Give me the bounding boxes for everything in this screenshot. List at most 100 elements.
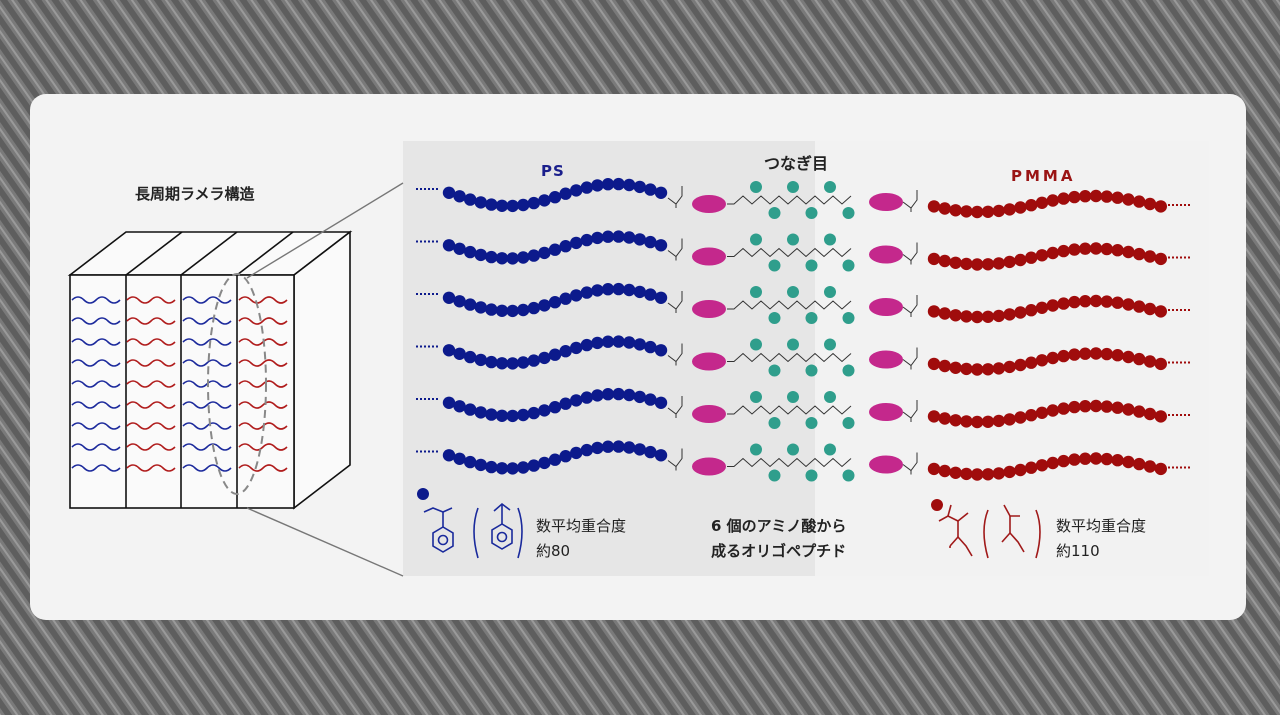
pmma-bead	[1111, 401, 1124, 414]
ps-bead	[517, 198, 530, 212]
pmma-bead	[1143, 197, 1157, 211]
lamella-wave	[238, 443, 288, 451]
pmma-bead	[1035, 301, 1049, 314]
pmma-bead	[992, 257, 1005, 270]
ps-bead	[591, 231, 604, 245]
amide-bond	[902, 295, 918, 317]
pmma-bead	[1089, 242, 1103, 255]
pmma-bead	[971, 468, 984, 481]
ps-bead	[485, 303, 498, 316]
pmma-bead	[1122, 298, 1135, 311]
lamella-wave	[126, 338, 176, 346]
lamella-wave	[71, 317, 121, 325]
amino-acid-residue	[842, 259, 855, 272]
ps-bead	[527, 354, 540, 367]
ps-bead	[464, 455, 477, 469]
ps-bead	[633, 338, 646, 351]
ps-bead	[442, 291, 456, 304]
pmma-bead	[1079, 295, 1092, 308]
ps-bead	[527, 406, 540, 420]
pmma-bead	[949, 204, 962, 217]
amino-acid-residue	[842, 417, 855, 429]
ps-bead	[591, 179, 604, 192]
amino-acid-residue	[824, 443, 836, 456]
ps-bead	[527, 196, 540, 210]
ps-bead	[506, 409, 519, 423]
amino-acid-residue	[787, 391, 799, 403]
pmma-bead	[1154, 410, 1168, 423]
ps-bead	[612, 282, 625, 296]
amide-bond	[902, 452, 918, 475]
pmma-bead	[1089, 189, 1103, 203]
pmma-bead	[1154, 200, 1168, 213]
ps-bead	[633, 180, 646, 194]
pmma-bead	[1035, 406, 1049, 419]
pmma-bead	[960, 415, 973, 428]
ps-bead	[580, 391, 593, 404]
amino-acid-residue	[824, 286, 836, 298]
pmma-bead	[1046, 299, 1060, 312]
ps-bead	[633, 233, 646, 246]
amino-acid-residue	[768, 259, 781, 272]
ps-bead	[474, 406, 487, 419]
ps-bead	[517, 356, 530, 369]
lamella-wave	[126, 422, 176, 430]
ps-bead	[559, 292, 572, 305]
ps-bead	[633, 285, 646, 299]
ps-bead	[506, 304, 519, 318]
pmma-bead	[1046, 404, 1060, 417]
pmma-bead	[1014, 253, 1027, 267]
pmma-dp-value: 約110	[1056, 542, 1100, 560]
amino-acid-residue	[787, 233, 799, 246]
ps-bead	[623, 336, 636, 349]
zoom-line-bottom	[246, 507, 404, 577]
lamella-wave	[238, 464, 288, 472]
pmma-bead	[1003, 308, 1016, 321]
ps-bead	[644, 340, 657, 354]
ps-bead	[644, 445, 657, 459]
amino-acid-residue	[824, 233, 836, 246]
pmma-bead	[971, 205, 984, 219]
ps-bead	[527, 249, 540, 262]
amino-acid-residue	[787, 443, 799, 456]
pmma-bead	[1025, 199, 1038, 212]
ps-bead	[527, 459, 540, 472]
peptide-backbone	[727, 457, 852, 468]
chain-row	[416, 387, 1192, 429]
amide-bond	[902, 347, 918, 370]
pmma-bead	[1046, 194, 1060, 207]
ps-bead	[495, 462, 509, 475]
amino-acid-residue	[787, 181, 799, 193]
amino-acid-residue	[750, 338, 762, 351]
pmma-bead	[1111, 454, 1124, 467]
chain-row	[416, 440, 1192, 482]
pmma-bead	[1035, 459, 1049, 472]
ps-monomer-structure	[417, 488, 523, 559]
lamella-wave	[182, 464, 232, 472]
amino-acid-residue	[842, 469, 855, 482]
linker-left	[692, 352, 726, 371]
pmma-bead	[1003, 255, 1016, 269]
pmma-bead	[971, 415, 984, 429]
pmma-bead	[1014, 358, 1027, 372]
ps-bead	[538, 404, 551, 417]
ps-bead	[495, 357, 509, 370]
amide-bond	[902, 242, 918, 265]
ps-bead	[453, 452, 466, 465]
ps-bead	[517, 461, 530, 474]
amino-acid-residue	[842, 207, 855, 219]
peptide-line-2: 成るオリゴペプチド	[711, 542, 847, 560]
ps-bead	[474, 353, 487, 367]
ps-bead	[538, 299, 551, 312]
pmma-bead	[1089, 294, 1103, 308]
ps-bead	[474, 248, 487, 262]
polymer-chains	[416, 177, 1192, 482]
pmma-bead	[1133, 300, 1146, 313]
lamella-wave	[126, 464, 176, 472]
ps-bead	[644, 183, 657, 196]
linker-right	[869, 298, 903, 316]
ps-bead	[570, 289, 583, 302]
ps-bead	[474, 196, 487, 209]
pmma-bead	[1068, 190, 1081, 204]
ps-bead	[506, 462, 519, 475]
